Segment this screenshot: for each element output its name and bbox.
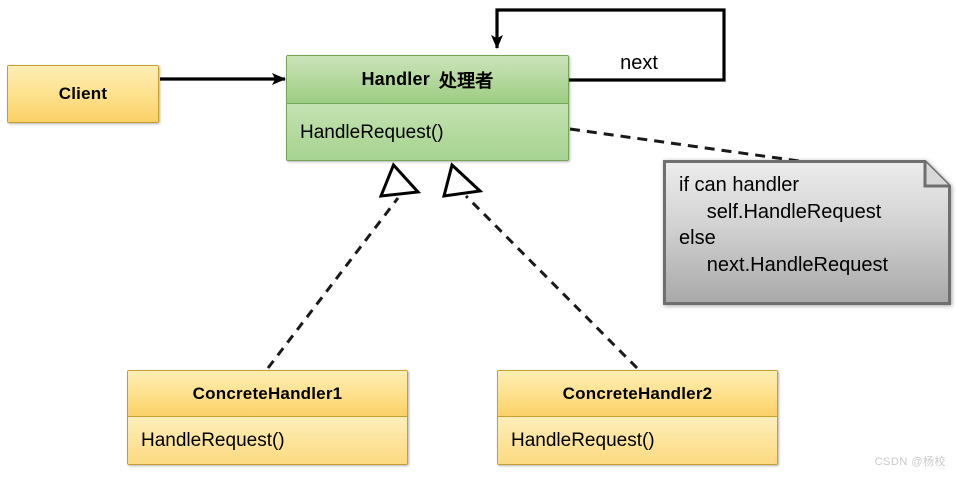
class-name-client: Client (8, 66, 158, 122)
note-shape (663, 160, 951, 305)
class-box-handler[interactable]: Handler 处理者 HandleRequest() (286, 55, 569, 161)
edge-concrete1-to-handler (266, 162, 422, 369)
class-operation-concretehandler1-handlerequest: HandleRequest() (128, 417, 407, 464)
class-box-concretehandler2[interactable]: ConcreteHandler2 HandleRequest() (497, 370, 778, 465)
edge-concrete2-to-handler (441, 162, 639, 370)
class-box-client[interactable]: Client (7, 65, 159, 123)
class-name-handler-cn: 处理者 (438, 70, 494, 91)
class-name-handler-en: Handler (361, 69, 430, 89)
class-name-handler: Handler 处理者 (287, 56, 568, 104)
class-name-concretehandler2: ConcreteHandler2 (498, 371, 777, 417)
self-association-label-container: next (569, 10, 726, 80)
edge-handler-to-note (569, 127, 821, 166)
note-box[interactable]: if can handler self.HandleRequest else n… (663, 160, 951, 305)
class-operation-concretehandler2-handlerequest: HandleRequest() (498, 417, 777, 464)
self-association-label: next (620, 52, 658, 74)
class-box-concretehandler1[interactable]: ConcreteHandler1 HandleRequest() (127, 370, 408, 465)
class-name-concretehandler1: ConcreteHandler1 (128, 371, 407, 417)
class-operation-handler-handlerequest: HandleRequest() (287, 104, 568, 160)
watermark: CSDN @杨校 (874, 456, 946, 468)
